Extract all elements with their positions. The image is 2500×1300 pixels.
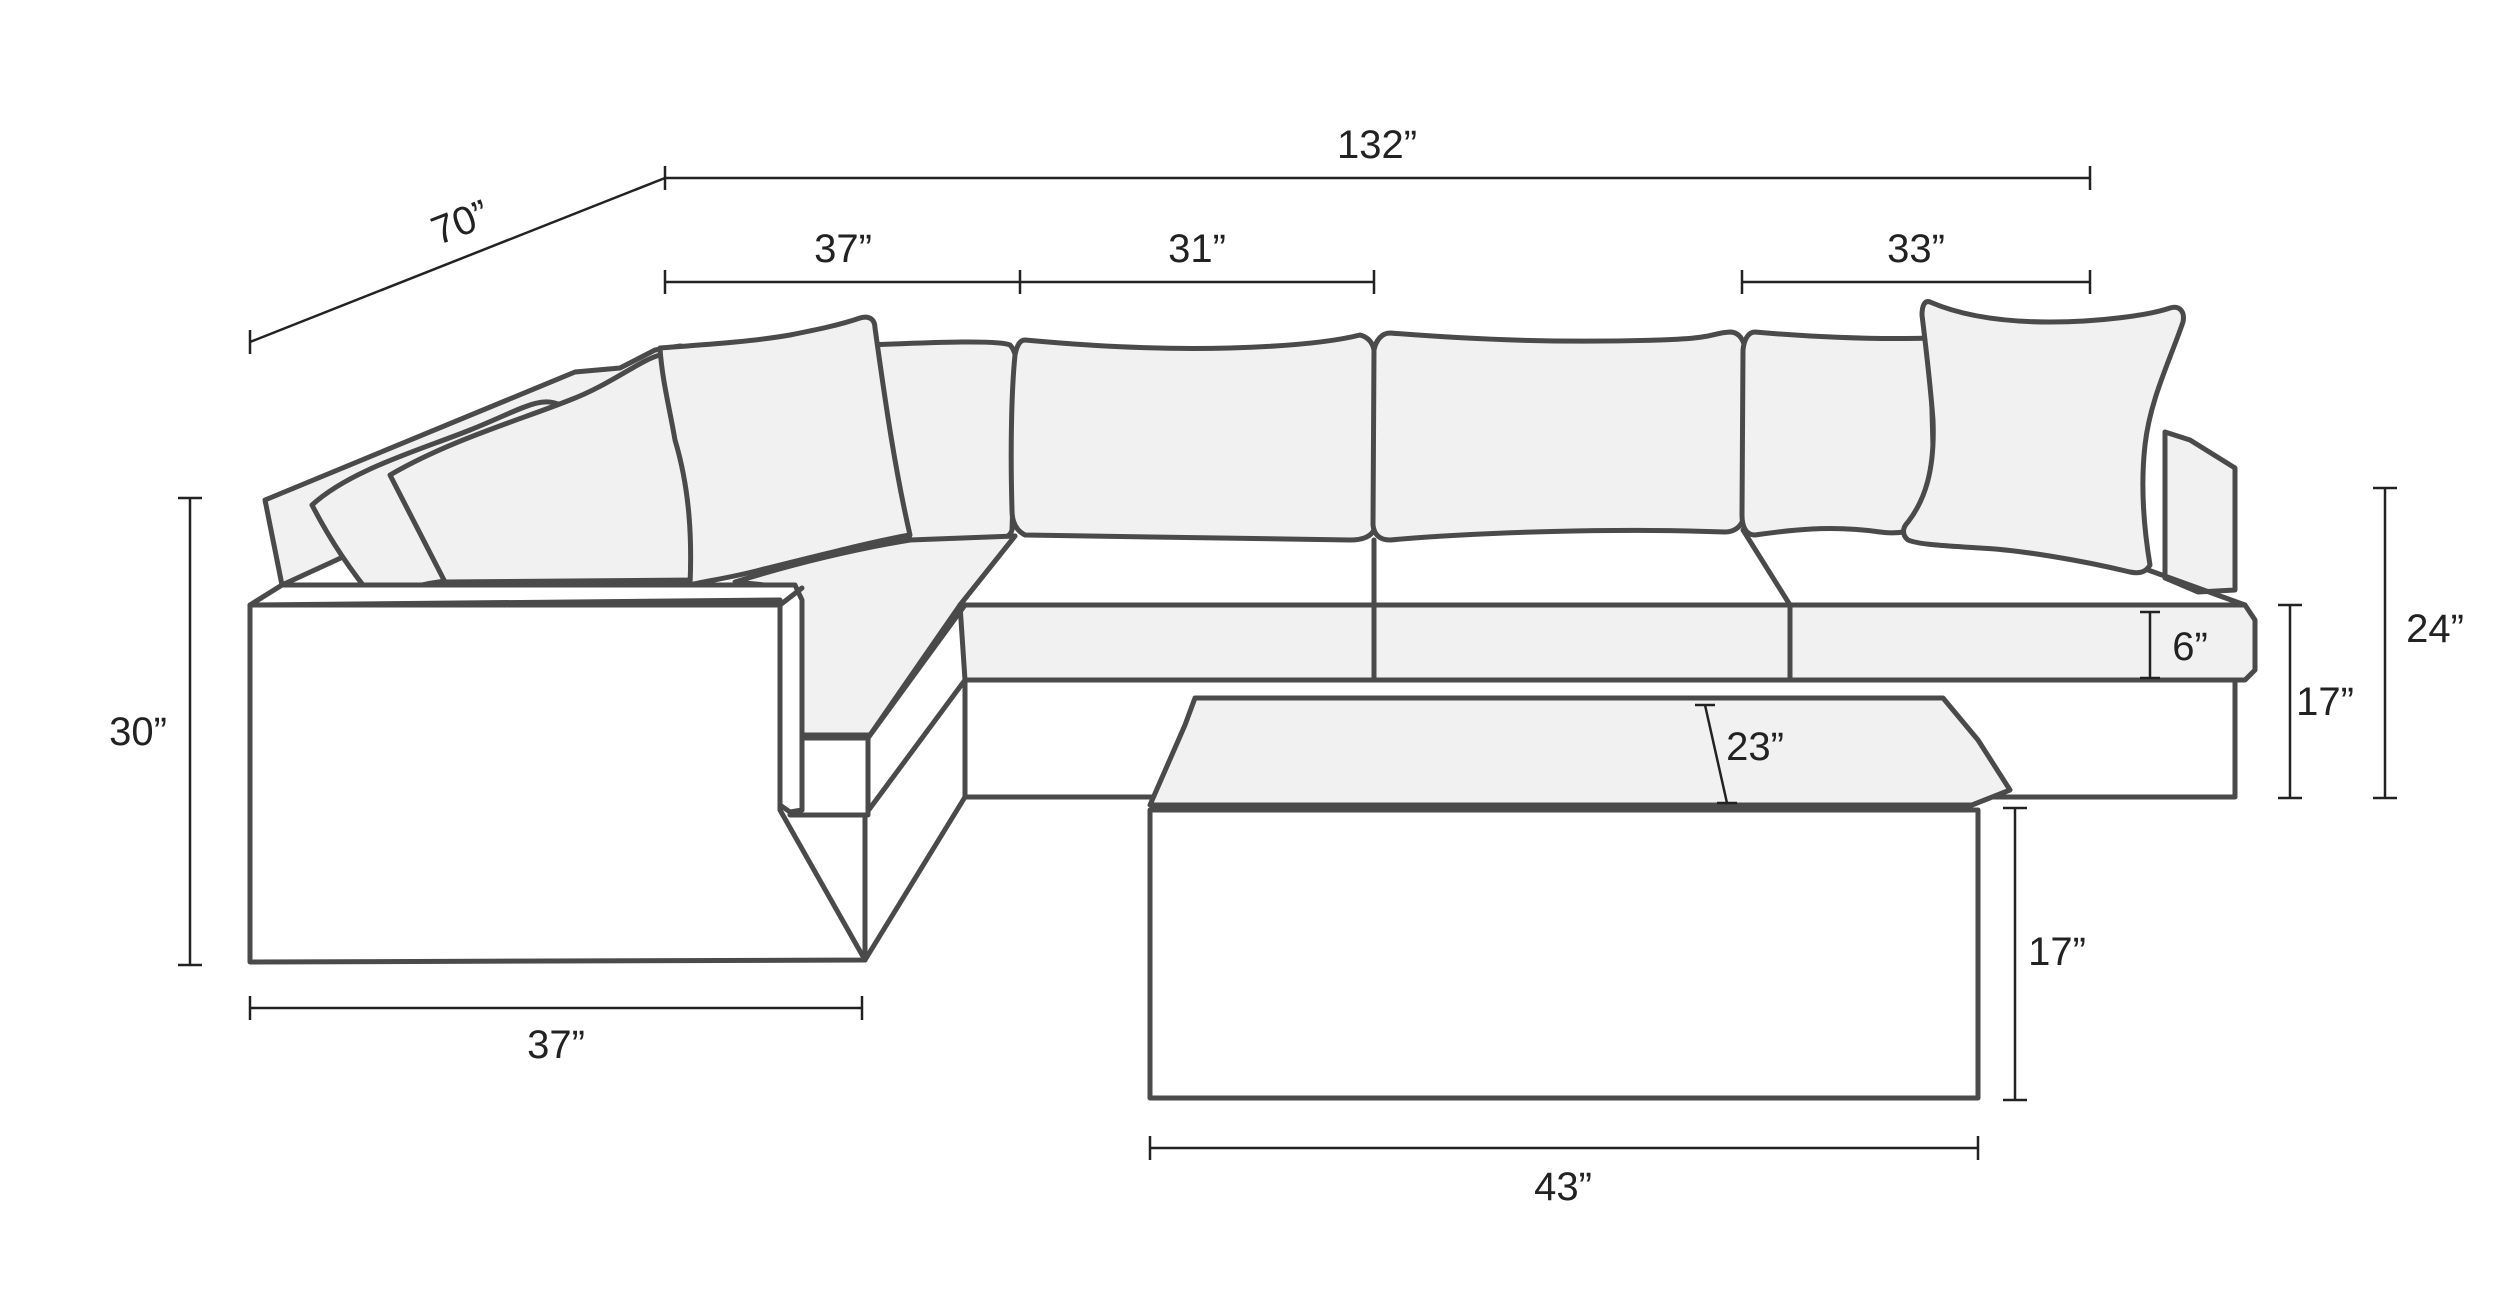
chaise-arm-top-edge bbox=[777, 585, 805, 608]
ottoman-top bbox=[1147, 695, 2013, 808]
chaise-step-edge bbox=[865, 602, 968, 741]
throw-pillow-right bbox=[1901, 299, 2186, 576]
seat-seam-4 bbox=[2145, 567, 2248, 608]
dim-overall-width-label: 132” bbox=[1337, 123, 1417, 167]
ottoman bbox=[1147, 695, 2013, 1101]
dimension-lines: 132” 70” 37” 31” 33” 30” 37” 24” bbox=[109, 123, 2464, 1209]
seat-seam-3 bbox=[1740, 527, 1793, 683]
chaise-arm-front-face bbox=[247, 602, 868, 965]
dim-ottoman-width-label: 43” bbox=[1534, 1165, 1592, 1209]
dim-cushion-thickness-label: 6” bbox=[2172, 625, 2208, 669]
dim-right-back-label: 33” bbox=[1887, 227, 1945, 271]
dim-back-height-label: 24” bbox=[2406, 607, 2464, 651]
dim-depth-label: 70” bbox=[425, 192, 495, 254]
back-cushion-left-mid bbox=[1008, 332, 1378, 543]
sectional-sofa bbox=[247, 299, 2258, 965]
dim-ottoman-depth-label: 23” bbox=[1726, 725, 1784, 769]
ottoman-front bbox=[1147, 807, 1981, 1101]
dim-chaise-width-label: 37” bbox=[527, 1023, 585, 1067]
right-arm bbox=[2162, 429, 2238, 595]
seat-seam-1 bbox=[957, 533, 1018, 608]
dim-corner-back-label: 37” bbox=[814, 227, 872, 271]
dim-middle-back-label: 31” bbox=[1168, 227, 1226, 271]
dim-ottoman-height-label: 17” bbox=[2028, 930, 2086, 974]
dim-seat-height-label: 17” bbox=[2296, 680, 2354, 724]
dim-ottoman-depth-line bbox=[1703, 704, 1729, 804]
dim-depth-line bbox=[249, 176, 666, 344]
dim-chaise-height-label: 30” bbox=[109, 710, 167, 754]
back-cushion-right-mid bbox=[1370, 329, 1748, 543]
back-cushion-right bbox=[1739, 329, 1938, 538]
seat-cushion-band bbox=[957, 602, 2258, 683]
throw-pillow-left bbox=[657, 314, 913, 588]
chaise-seat-cushion bbox=[732, 533, 1018, 738]
